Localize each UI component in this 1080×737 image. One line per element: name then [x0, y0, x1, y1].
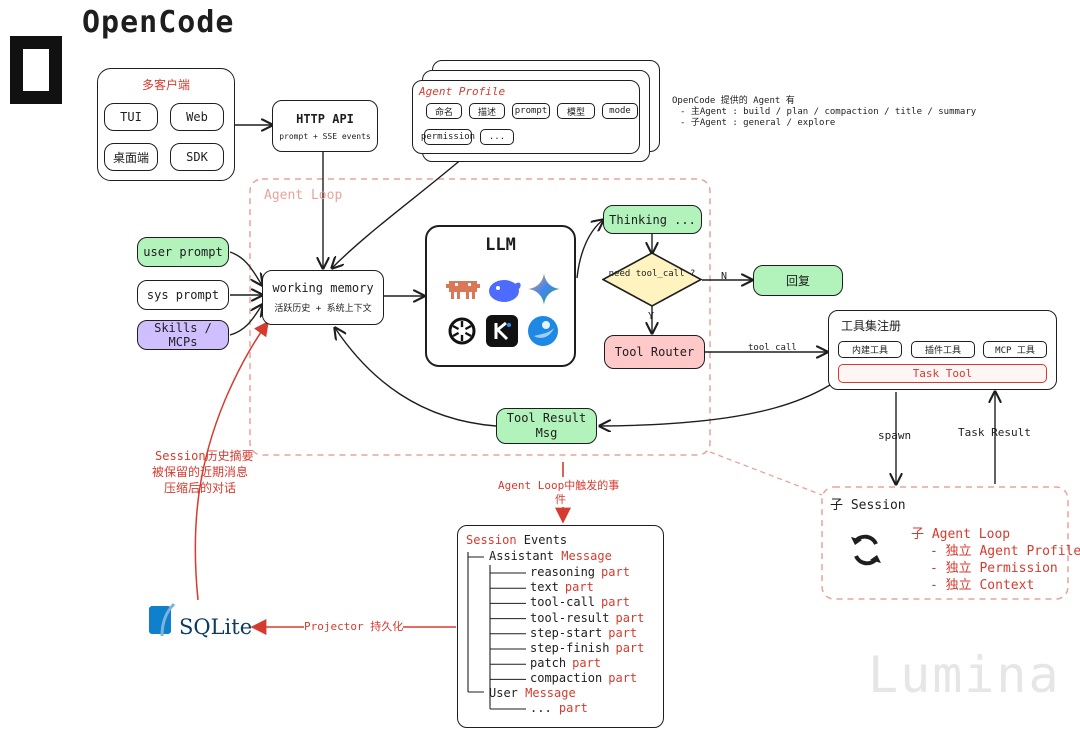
skills-mcps-box: Skills / MCPs: [137, 320, 229, 350]
user-message-row: User Message: [489, 686, 576, 700]
event-part-tag: part: [572, 656, 602, 671]
openai-icon: [446, 315, 478, 347]
reply-box: 回复: [753, 265, 843, 296]
sub-session-title: 子 Session: [830, 498, 906, 513]
agent-note-line2: - 主Agent : build / plan / compaction / t…: [680, 107, 977, 117]
profile-chip-mode: mode: [602, 103, 638, 119]
llm-title: LLM: [485, 235, 516, 255]
sub-session-item-1: - 独立 Agent Profile: [930, 544, 1080, 559]
event-part-tag: part: [615, 610, 645, 625]
agent-note-line3: - 子Agent : general / explore: [680, 118, 836, 128]
tool-registry-title: 工具集注册: [841, 319, 902, 333]
doubao-icon: [526, 314, 560, 348]
event-part-row: tool-result part: [530, 611, 644, 625]
thinking-box: Thinking ...: [603, 205, 702, 234]
profile-chip-name: 命名: [426, 103, 462, 119]
task-tool-chip: Task Tool: [838, 364, 1047, 383]
event-part-name: tool-result: [530, 610, 610, 625]
event-part-row: text part: [530, 580, 594, 594]
profile-chip-permission: permission: [421, 129, 475, 145]
agent-profile-header: Agent Profile: [419, 85, 506, 98]
client-desktop: 桌面端: [104, 143, 158, 171]
sqlite-label: SQLite: [179, 615, 253, 639]
event-part-name: step-finish: [530, 641, 610, 655]
profile-chip-more: ...: [480, 129, 514, 145]
watermark-text: Lumina: [868, 646, 1061, 704]
http-api-title: HTTP API: [296, 111, 354, 126]
profile-chip-prompt: prompt: [512, 103, 550, 119]
event-part-row: step-start part: [530, 626, 637, 640]
plugin-tools-chip: 插件工具: [911, 341, 975, 358]
tool-call-label: tool_call: [748, 343, 797, 353]
decision-text: need tool_call ?: [608, 269, 696, 279]
event-part-row: step-finish part: [530, 641, 644, 655]
profile-chip-desc: 描述: [469, 103, 505, 119]
deepseek-icon: [487, 274, 523, 304]
client-web: Web: [170, 103, 224, 131]
sub-session-item-0: 子 Agent Loop: [911, 527, 1011, 542]
working-memory-subtitle: 活跃历史 + 系统上下文: [274, 304, 372, 314]
mcp-tools-chip: MCP 工具: [983, 341, 1047, 358]
event-part-name: text: [530, 580, 559, 595]
event-part-name: step-start: [530, 625, 603, 640]
claude-code-icon: [446, 278, 480, 300]
clients-header: 多客户端: [141, 78, 190, 92]
history-note-line3: 压缩后的对话: [164, 481, 237, 495]
event-part-row: reasoning part: [530, 565, 630, 579]
http-api-subtitle: prompt + SSE events: [279, 131, 371, 141]
event-part-tag: part: [608, 625, 638, 640]
profile-chip-model: 模型: [557, 103, 595, 119]
user-prompt-box: user prompt: [137, 237, 229, 267]
event-part-row: compaction part: [530, 671, 637, 685]
builtin-tools-chip: 内建工具: [838, 341, 902, 358]
refresh-loop-icon: [846, 530, 886, 570]
decision-no-label: N: [721, 271, 728, 282]
client-sdk: SDK: [170, 143, 224, 171]
event-part-tag: part: [608, 671, 638, 686]
sub-session-frame: [821, 486, 1069, 600]
spawn-label: spawn: [878, 429, 912, 442]
tool-result-msg-line2: Msg: [535, 426, 558, 440]
event-part-name: compaction: [530, 671, 603, 686]
agent-loop-label: Agent Loop: [264, 188, 343, 203]
event-part-tag: part: [564, 580, 594, 595]
tool-router-box: Tool Router: [604, 335, 705, 369]
sub-session-item-3: - 独立 Context: [930, 578, 1035, 593]
sqlite-feather-icon: [148, 602, 178, 638]
session-events-header: Session Events: [466, 533, 568, 547]
agent-note-line1: OpenCode 提供的 Agent 有: [672, 96, 795, 106]
working-memory-title: working memory: [272, 281, 374, 295]
session-events-box: [457, 525, 664, 728]
event-part-tag: part: [615, 641, 645, 655]
event-part-tag: part: [601, 595, 630, 610]
history-note-line2: 被保留的近期消息: [152, 465, 249, 479]
sys-prompt-box: sys prompt: [137, 280, 229, 310]
working-memory-box: working memory 活跃历史 + 系统上下文: [262, 270, 384, 325]
page-title: OpenCode: [82, 5, 235, 40]
client-tui: TUI: [104, 103, 158, 131]
event-part-name: tool-call: [530, 595, 596, 610]
event-part-name: reasoning: [530, 565, 596, 579]
tool-result-msg-box: Tool Result Msg: [496, 408, 597, 444]
tool-result-msg-line1: Tool Result: [506, 411, 587, 425]
user-part-row: ... part: [530, 701, 588, 715]
http-api-box: HTTP API prompt + SSE events: [272, 100, 378, 152]
decision-yes-label: Y: [648, 311, 655, 322]
event-part-row: patch part: [530, 656, 601, 670]
gemini-icon: [527, 272, 561, 306]
event-part-tag: part: [601, 565, 630, 579]
logo-icon: [10, 36, 62, 104]
event-part-row: tool-call part: [530, 595, 630, 609]
events-trigger-line1: Agent Loop中触发的事: [498, 477, 620, 493]
history-note-line1: Session历史摘要: [155, 449, 254, 463]
sub-session-item-2: - 独立 Permission: [930, 561, 1058, 576]
event-part-name: patch: [530, 656, 567, 671]
decision-diamond: need tool_call ?: [601, 252, 703, 307]
events-trigger-line2: 件: [555, 491, 566, 507]
kimi-icon: [486, 315, 518, 347]
task-result-label: Task Result: [958, 426, 1031, 439]
assistant-message-row: Assistant Message: [489, 549, 612, 563]
projector-label: Projector 持久化: [304, 618, 404, 634]
